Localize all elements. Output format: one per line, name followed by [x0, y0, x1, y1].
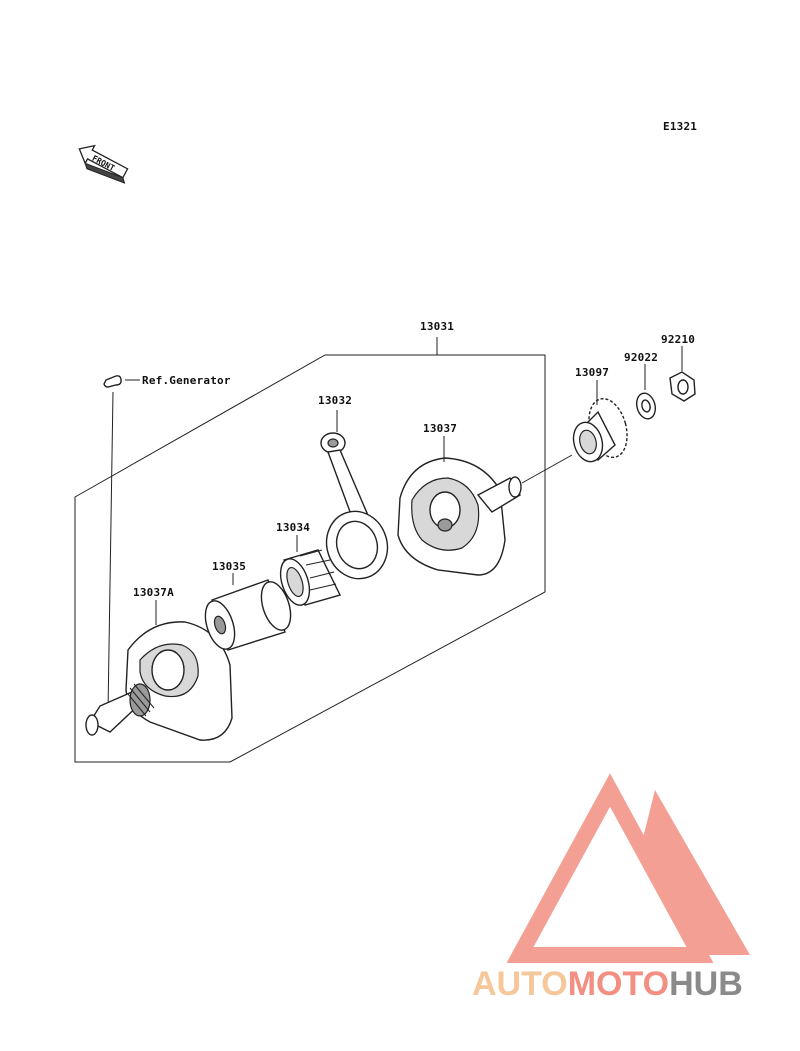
watermark-logo — [506, 773, 750, 963]
crank-gear — [572, 397, 628, 463]
part-label-13035: 13035 — [212, 560, 246, 573]
part-label-13031: 13031 — [420, 320, 454, 333]
figure-code: E1321 — [663, 120, 697, 133]
part-label-13037A: 13037A — [133, 586, 174, 599]
woodruff-key-icon — [103, 375, 122, 388]
part-label-92210: 92210 — [661, 333, 695, 346]
nut — [669, 371, 696, 402]
part-label-13037: 13037 — [423, 422, 457, 435]
watermark-text: AUTOMOTOHUB — [472, 965, 743, 1003]
centerline-left — [107, 391, 114, 713]
connecting-rod — [320, 432, 389, 580]
centerline-right — [521, 454, 573, 484]
needle-bearing — [279, 549, 341, 606]
crankshaft-assembly-box — [74, 354, 546, 763]
crank-half-left — [85, 621, 233, 741]
ref-generator-label: Ref.Generator — [142, 374, 231, 387]
front-arrow-icon: FRONT — [78, 144, 129, 184]
part-label-92022: 92022 — [624, 351, 658, 364]
part-label-13097: 13097 — [575, 366, 609, 379]
crank-half-right — [397, 457, 522, 576]
part-label-13034: 13034 — [276, 521, 310, 534]
part-label-13032: 13032 — [318, 394, 352, 407]
crank-pin — [204, 579, 292, 651]
washer — [635, 392, 657, 420]
